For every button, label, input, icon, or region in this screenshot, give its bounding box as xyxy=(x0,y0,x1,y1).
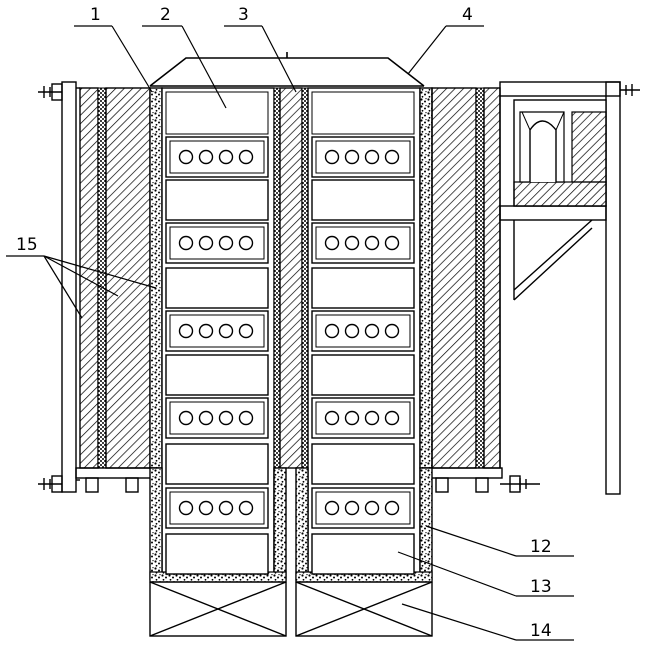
leader-lines xyxy=(6,25,574,641)
right-top-bolt xyxy=(620,84,640,96)
heating-element-circle xyxy=(178,235,194,251)
center-partition-core xyxy=(279,87,303,469)
label-14: 14 xyxy=(530,621,552,641)
heating-element-circle xyxy=(218,235,234,251)
center-partition-outer-left xyxy=(273,87,281,469)
heating-tray-inner xyxy=(315,401,411,435)
heating-element-circle xyxy=(178,149,194,165)
separator-block xyxy=(311,179,415,221)
heating-element-circle xyxy=(324,235,340,251)
separator-block xyxy=(311,354,415,396)
right-support-frame xyxy=(499,81,621,495)
heating-element-circle xyxy=(198,323,214,339)
left-lower-lining-outer xyxy=(149,467,163,581)
heating-tray-inner xyxy=(315,226,411,260)
heating-tray-inner xyxy=(169,314,265,348)
heating-element-circle xyxy=(344,149,360,165)
heating-element-circle xyxy=(324,149,340,165)
label-2: 2 xyxy=(160,5,171,25)
heating-element-circle xyxy=(238,149,254,165)
right-heating-trays xyxy=(311,136,415,575)
heating-element-circle xyxy=(178,323,194,339)
heating-element-circle xyxy=(344,323,360,339)
heating-element-circle xyxy=(238,410,254,426)
label-15: 15 xyxy=(16,235,38,255)
heating-element-circle xyxy=(344,500,360,516)
right-bottom-box xyxy=(295,581,433,637)
heating-element-circle xyxy=(384,323,400,339)
heating-element-circle xyxy=(198,149,214,165)
right-lower-lining-outer xyxy=(419,467,433,581)
heating-element-circle xyxy=(178,500,194,516)
left-outer-brick-layer xyxy=(79,87,99,469)
heating-element-circle xyxy=(364,323,380,339)
heating-tray-inner xyxy=(315,140,411,174)
heating-element-circle xyxy=(218,410,234,426)
heating-element-circle xyxy=(324,500,340,516)
heating-tray-inner xyxy=(169,401,265,435)
heating-element-circle xyxy=(238,235,254,251)
right-lower-lining-inner xyxy=(295,467,309,581)
heating-element-circle xyxy=(218,500,234,516)
left-base-plate xyxy=(75,467,159,493)
label-12: 12 xyxy=(530,537,552,557)
label-3: 3 xyxy=(238,5,249,25)
heating-tray-inner xyxy=(169,226,265,260)
heating-element-circle xyxy=(364,149,380,165)
left-dense-insulation-strip xyxy=(97,87,107,469)
separator-block xyxy=(165,267,269,309)
left-inner-lining xyxy=(149,87,163,469)
right-inner-lining xyxy=(419,87,433,469)
heating-element-circle xyxy=(198,500,214,516)
heating-tray-inner xyxy=(169,140,265,174)
center-partition-outer-right xyxy=(301,87,309,469)
right-bottom-bolt xyxy=(500,475,540,493)
separator-block xyxy=(311,533,415,575)
left-bottom-box xyxy=(149,581,287,637)
heating-element-circle xyxy=(238,323,254,339)
heating-element-circle xyxy=(384,410,400,426)
left-bottom-bolt xyxy=(38,475,63,493)
heating-element-circle xyxy=(178,410,194,426)
heating-element-circle xyxy=(324,323,340,339)
heating-element-circle xyxy=(364,410,380,426)
burner-block xyxy=(513,99,607,207)
heating-element-circle xyxy=(198,235,214,251)
left-lower-lining-inner xyxy=(273,467,287,581)
heating-element-circle xyxy=(344,410,360,426)
heating-element-circle xyxy=(324,410,340,426)
heating-tray-inner xyxy=(315,314,411,348)
heating-tray-inner xyxy=(315,491,411,525)
label-4: 4 xyxy=(462,5,473,25)
separator-block xyxy=(311,267,415,309)
left-top-bolt xyxy=(38,83,63,101)
separator-block xyxy=(165,533,269,575)
heating-element-circle xyxy=(198,410,214,426)
label-13: 13 xyxy=(530,577,552,597)
heating-element-circle xyxy=(384,235,400,251)
heating-element-circle xyxy=(238,500,254,516)
right-base-plate xyxy=(423,467,503,493)
heating-element-circle xyxy=(384,149,400,165)
separator-block xyxy=(165,354,269,396)
top-cover xyxy=(149,52,425,87)
heating-element-circle xyxy=(364,235,380,251)
left-support-frame xyxy=(61,81,80,493)
separator-block xyxy=(165,443,269,485)
right-dense-insulation-strip xyxy=(475,87,485,469)
heating-element-circle xyxy=(364,500,380,516)
separator-block xyxy=(311,443,415,485)
heating-element-circle xyxy=(344,235,360,251)
heating-element-circle xyxy=(384,500,400,516)
right-insulation-layer xyxy=(431,87,477,469)
right-outer-brick-layer xyxy=(483,87,501,469)
heating-element-circle xyxy=(218,149,234,165)
left-insulation-layer xyxy=(105,87,151,469)
separator-block xyxy=(165,179,269,221)
heating-tray-inner xyxy=(169,491,265,525)
label-1: 1 xyxy=(90,5,101,25)
left-heating-trays xyxy=(165,136,269,575)
heating-element-circle xyxy=(218,323,234,339)
